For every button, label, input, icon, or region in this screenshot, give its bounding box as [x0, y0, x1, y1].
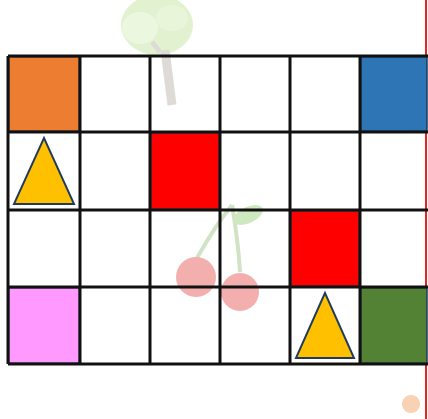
orange-square-tile[interactable] [9, 57, 79, 131]
yellow-triangle-tile[interactable] [14, 138, 74, 204]
blue-square-tile[interactable] [361, 57, 427, 131]
pink-square-tile[interactable] [9, 288, 79, 363]
red-square-tile[interactable] [291, 211, 359, 286]
green-square-tile[interactable] [361, 288, 427, 363]
yellow-triangle-tile[interactable] [296, 293, 354, 358]
red-square-tile[interactable] [151, 133, 219, 209]
